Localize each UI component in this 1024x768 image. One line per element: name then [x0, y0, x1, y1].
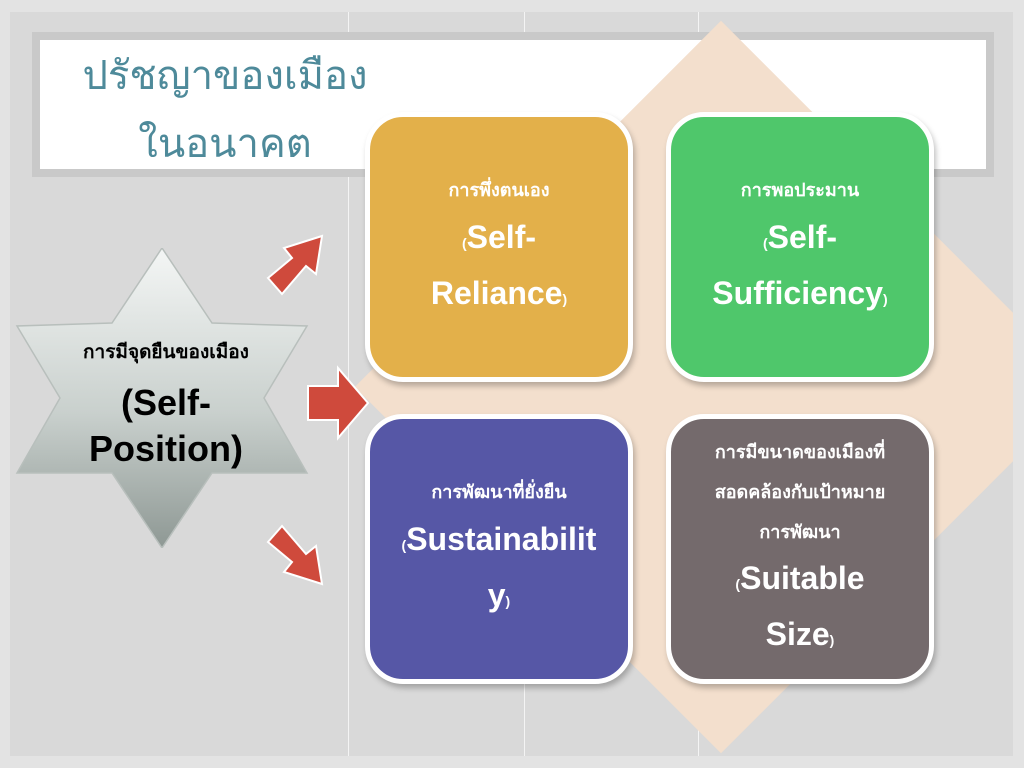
- self-position-thai: การมีจุดยืนของเมือง: [83, 341, 249, 363]
- box-thai-label: การพอประมาน: [740, 180, 860, 201]
- box-english-label: (Self- Reliance): [430, 219, 568, 311]
- box-english-label: (Sustainabilit y): [401, 521, 597, 613]
- self-reliance-box: การพึ่งตนเอง (Self- Reliance): [365, 112, 633, 382]
- self-position-english: (Self- Position): [89, 382, 243, 469]
- page-title: ปรัชญาของเมือง ในอนาคต: [82, 53, 368, 167]
- self-position-star: [15, 248, 309, 548]
- sustainability-box: การพัฒนาที่ยั่งยืน (Sustainabilit y): [365, 414, 633, 684]
- arrow-up-right-icon: [266, 234, 324, 296]
- suitable-size-box: การมีขนาดของเมืองที่ สอดคล้องกับเป้าหมาย…: [666, 414, 934, 684]
- box-thai-label: การมีขนาดของเมืองที่ สอดคล้องกับเป้าหมาย…: [714, 442, 886, 543]
- slide: ปรัชญาของเมือง ในอนาคต การมีจุดยืนของเมื…: [10, 12, 1013, 756]
- self-position-label: การมีจุดยืนของเมือง (Self- Position): [26, 330, 306, 472]
- box-thai-label: การพึ่งตนเอง: [448, 180, 550, 201]
- box-english-label: (Suitable Size): [735, 560, 865, 652]
- arrow-right-icon: [307, 365, 370, 441]
- arrow-down-right-icon: [266, 524, 324, 586]
- box-thai-label: การพัฒนาที่ยั่งยืน: [431, 482, 567, 503]
- box-english-label: (Self- Sufficiency): [712, 219, 888, 311]
- self-sufficiency-box: การพอประมาน (Self- Sufficiency): [666, 112, 934, 382]
